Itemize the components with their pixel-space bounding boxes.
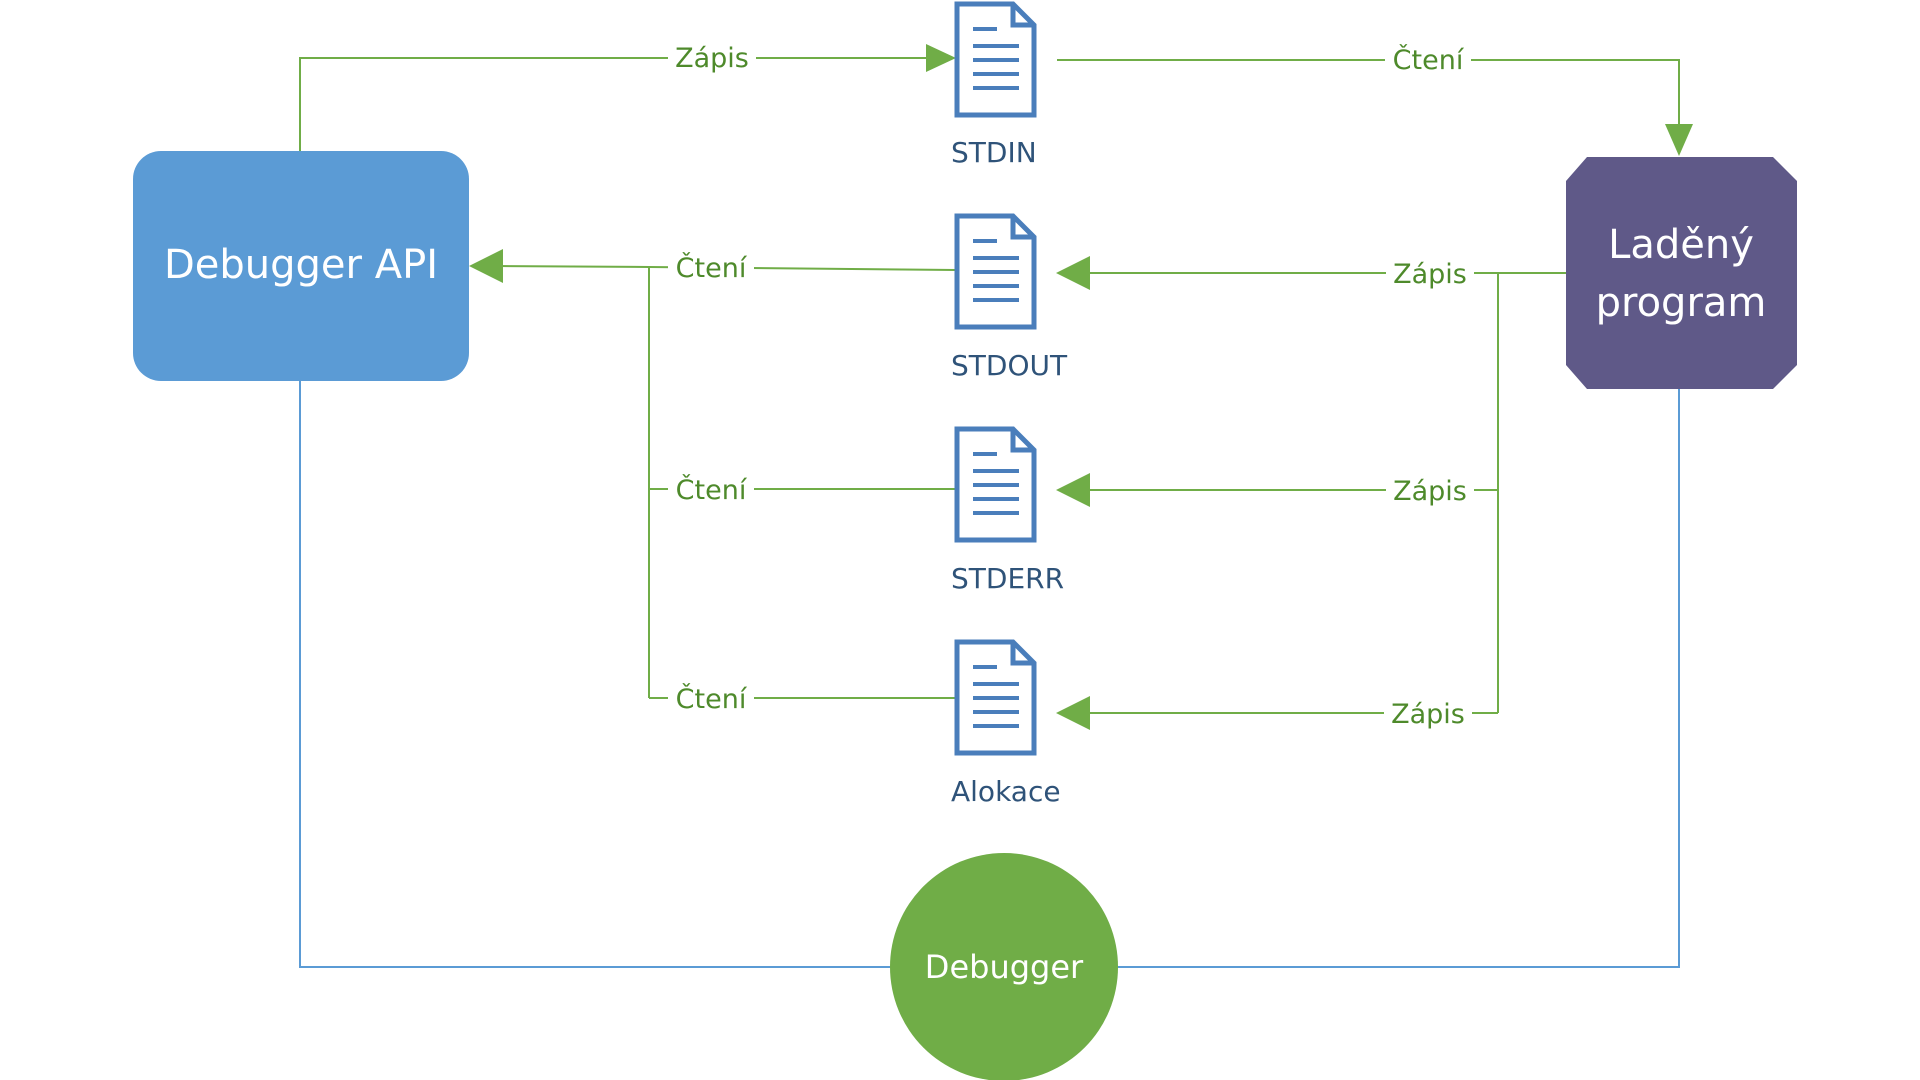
edge-api-to-stdin bbox=[299, 57, 928, 153]
stdout-file: STDOUT bbox=[951, 216, 1068, 382]
file-label-stdout: STDOUT bbox=[951, 349, 1068, 382]
stdin-file: STDIN bbox=[951, 4, 1037, 169]
debugger-label: Debugger bbox=[925, 948, 1084, 986]
edge-label-program-to-alokace: Zápis bbox=[1391, 699, 1465, 730]
edge-label-stderr-to-api: Čtení bbox=[676, 474, 748, 506]
edge-label-program-to-stdout: Zápis bbox=[1393, 259, 1467, 290]
debugged-program-node: Laděný program bbox=[1566, 157, 1797, 389]
arrowhead-into-stderr bbox=[1056, 473, 1090, 507]
edge-label-api-to-stdin: Zápis bbox=[675, 43, 749, 74]
arrowhead-into-alokace bbox=[1056, 696, 1090, 730]
document-icon bbox=[957, 429, 1034, 540]
link-program-to-debugger bbox=[1117, 388, 1680, 968]
edge-label-program-to-stderr: Zápis bbox=[1393, 476, 1467, 507]
edge-label-alokace-to-api: Čtení bbox=[676, 683, 748, 715]
debugger-api-node: Debugger API bbox=[133, 151, 469, 381]
stderr-file: STDERR bbox=[951, 429, 1064, 595]
document-icon bbox=[957, 642, 1034, 753]
edge-stdin-to-program bbox=[1057, 59, 1680, 128]
arrowhead-into-api bbox=[469, 249, 503, 283]
arrowhead-into-stdout bbox=[1056, 256, 1090, 290]
document-icon bbox=[957, 4, 1034, 115]
debugger-node: Debugger bbox=[890, 853, 1118, 1080]
debugged-program-label-line2: program bbox=[1596, 280, 1767, 326]
link-api-to-debugger bbox=[299, 380, 890, 968]
arrowhead-into-stdin bbox=[926, 44, 956, 72]
alokace-file: Alokace bbox=[951, 642, 1061, 808]
document-icon bbox=[957, 216, 1034, 327]
file-label-alokace: Alokace bbox=[951, 775, 1061, 808]
edge-label-stdout-to-api: Čtení bbox=[676, 252, 748, 284]
edge-label-stdin-to-program: Čtení bbox=[1393, 44, 1465, 76]
file-label-stdin: STDIN bbox=[951, 136, 1037, 169]
edge-writing-trunk bbox=[1497, 272, 1566, 713]
debugger-api-label: Debugger API bbox=[164, 242, 438, 288]
arrowhead-into-program bbox=[1665, 124, 1693, 156]
file-label-stderr: STDERR bbox=[951, 562, 1064, 595]
debugged-program-label-line1: Laděný bbox=[1608, 222, 1754, 268]
